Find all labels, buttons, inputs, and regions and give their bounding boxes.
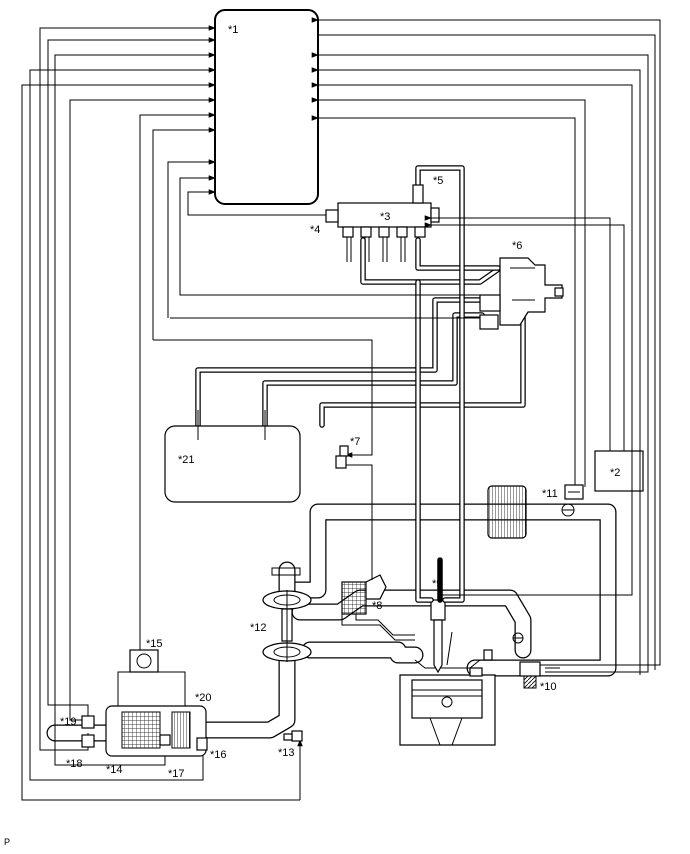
- label-5: *5: [433, 175, 443, 187]
- fuel-tank: [164, 410, 301, 503]
- sensor-7: [335, 445, 349, 469]
- common-rail: [325, 184, 440, 262]
- sensor-17: [159, 734, 171, 746]
- label-15: *15: [146, 638, 163, 650]
- label-10: *10: [540, 681, 557, 693]
- sensor-19: [81, 715, 95, 729]
- label-7: *7: [350, 436, 360, 448]
- label-13: *13: [278, 747, 295, 759]
- catalytic-converter: [105, 705, 207, 757]
- component-labels: *1 *2 *3 *4 *5 *6 *7 *8 *9 *10 *11 *12 *…: [4, 24, 620, 847]
- fuel-pipes: [195, 165, 526, 603]
- sensor-16: [196, 737, 208, 751]
- sensor-11: [564, 484, 584, 500]
- injector: [430, 599, 453, 674]
- label-19: *19: [60, 716, 77, 728]
- label-1: *1: [228, 24, 238, 36]
- engine-sensors: [469, 503, 575, 677]
- label-4: *4: [310, 224, 320, 236]
- label-20: *20: [195, 692, 212, 704]
- label-17: *17: [168, 768, 185, 780]
- differential-pressure-sensor: [117, 649, 186, 706]
- supply-pump: [479, 257, 564, 330]
- turbocharger: [262, 567, 312, 662]
- sensor-18: [81, 734, 95, 748]
- label-21: *21: [178, 454, 195, 466]
- label-14: *14: [106, 764, 123, 776]
- label-2: *2: [610, 467, 620, 479]
- engine-cylinder: [399, 659, 496, 746]
- label-11: *11: [542, 488, 558, 500]
- label-12: *12: [250, 622, 267, 634]
- egr-valve: [341, 574, 415, 641]
- label-9: *9: [432, 578, 442, 590]
- ecu-box: [214, 9, 319, 205]
- label-6: *6: [512, 240, 522, 252]
- intercooler: [487, 485, 527, 539]
- sensor-13: [283, 730, 303, 742]
- sensor-10: [519, 661, 541, 689]
- label-3: *3: [380, 211, 390, 223]
- driver-module-box: [594, 450, 644, 492]
- label-16: *16: [210, 749, 227, 761]
- signal-wires: [21, 17, 661, 801]
- corner-mark: P: [4, 837, 10, 847]
- label-18: *18: [66, 758, 83, 770]
- air-ducts: [46, 503, 617, 742]
- label-8: *8: [372, 600, 382, 612]
